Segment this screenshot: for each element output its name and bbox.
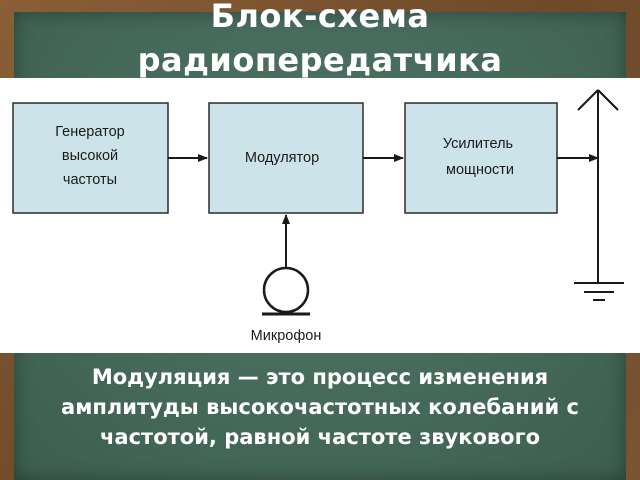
antenna-icon	[577, 89, 619, 283]
ground-icon	[574, 282, 624, 301]
amplifier-block: Усилитель мощности	[404, 102, 558, 214]
slide-title: Блок-схема радиопередатчика	[137, 0, 503, 79]
microphone-icon	[262, 266, 310, 316]
modulator-block: Модулятор	[208, 102, 364, 214]
amplifier-label-line1: Усилитель	[443, 136, 513, 152]
generator-label-line1: Генератор	[55, 124, 124, 140]
transmitter-block-diagram: Генератор высокой частоты Модулятор Усил…	[12, 89, 624, 344]
generator-label-line3: частоты	[63, 172, 117, 188]
microphone-label: Микрофон	[251, 328, 322, 344]
generator-block: Генератор высокой частоты	[12, 102, 169, 214]
amplifier-label-line2: мощности	[446, 162, 514, 178]
generator-label-line2: высокой	[62, 148, 118, 164]
slide-caption: Модуляция — это процесс изменения амплит…	[61, 365, 579, 449]
modulator-label: Модулятор	[245, 150, 319, 166]
